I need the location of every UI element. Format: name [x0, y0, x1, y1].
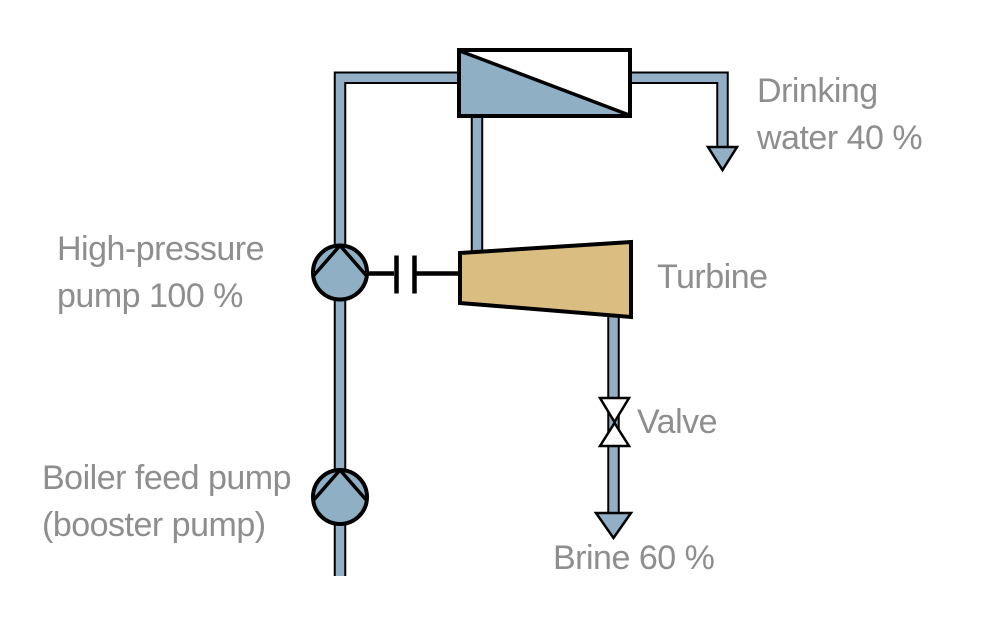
turbine-icon	[458, 239, 633, 320]
valve-label: Valve	[637, 403, 718, 441]
boiler-feed-pump-label-line2: (booster pump)	[42, 506, 266, 544]
drinking-water-label: Drinking water 40 %	[757, 68, 923, 162]
valve-icon	[597, 396, 632, 448]
drinking-water-pipe	[630, 71, 729, 149]
brine-label: Brine 60 %	[553, 539, 715, 577]
membrane-module-icon	[457, 48, 632, 118]
feed-pipe	[333, 71, 460, 576]
boiler-feed-pump-icon	[311, 468, 369, 526]
drinking-water-label-line2: water 40 %	[757, 119, 923, 157]
drinking-water-label-line1: Drinking	[757, 72, 878, 110]
high-pressure-pump-label-line2: pump 100 %	[57, 277, 243, 315]
brine-flow-arrow-icon	[593, 511, 634, 541]
turbine-label: Turbine	[657, 258, 768, 296]
high-pressure-pump-icon	[311, 243, 369, 302]
drinking-water-flow-arrow-icon	[705, 145, 740, 173]
shaft-coupling-icon	[366, 255, 460, 294]
high-pressure-pump-label-line1: High-pressure	[57, 230, 265, 268]
boiler-feed-pump-label-line1: Boiler feed pump	[42, 459, 292, 497]
boiler-feed-pump-label: Boiler feed pump (booster pump)	[42, 455, 292, 549]
high-pressure-pump-label: High-pressure pump 100 %	[57, 226, 265, 320]
